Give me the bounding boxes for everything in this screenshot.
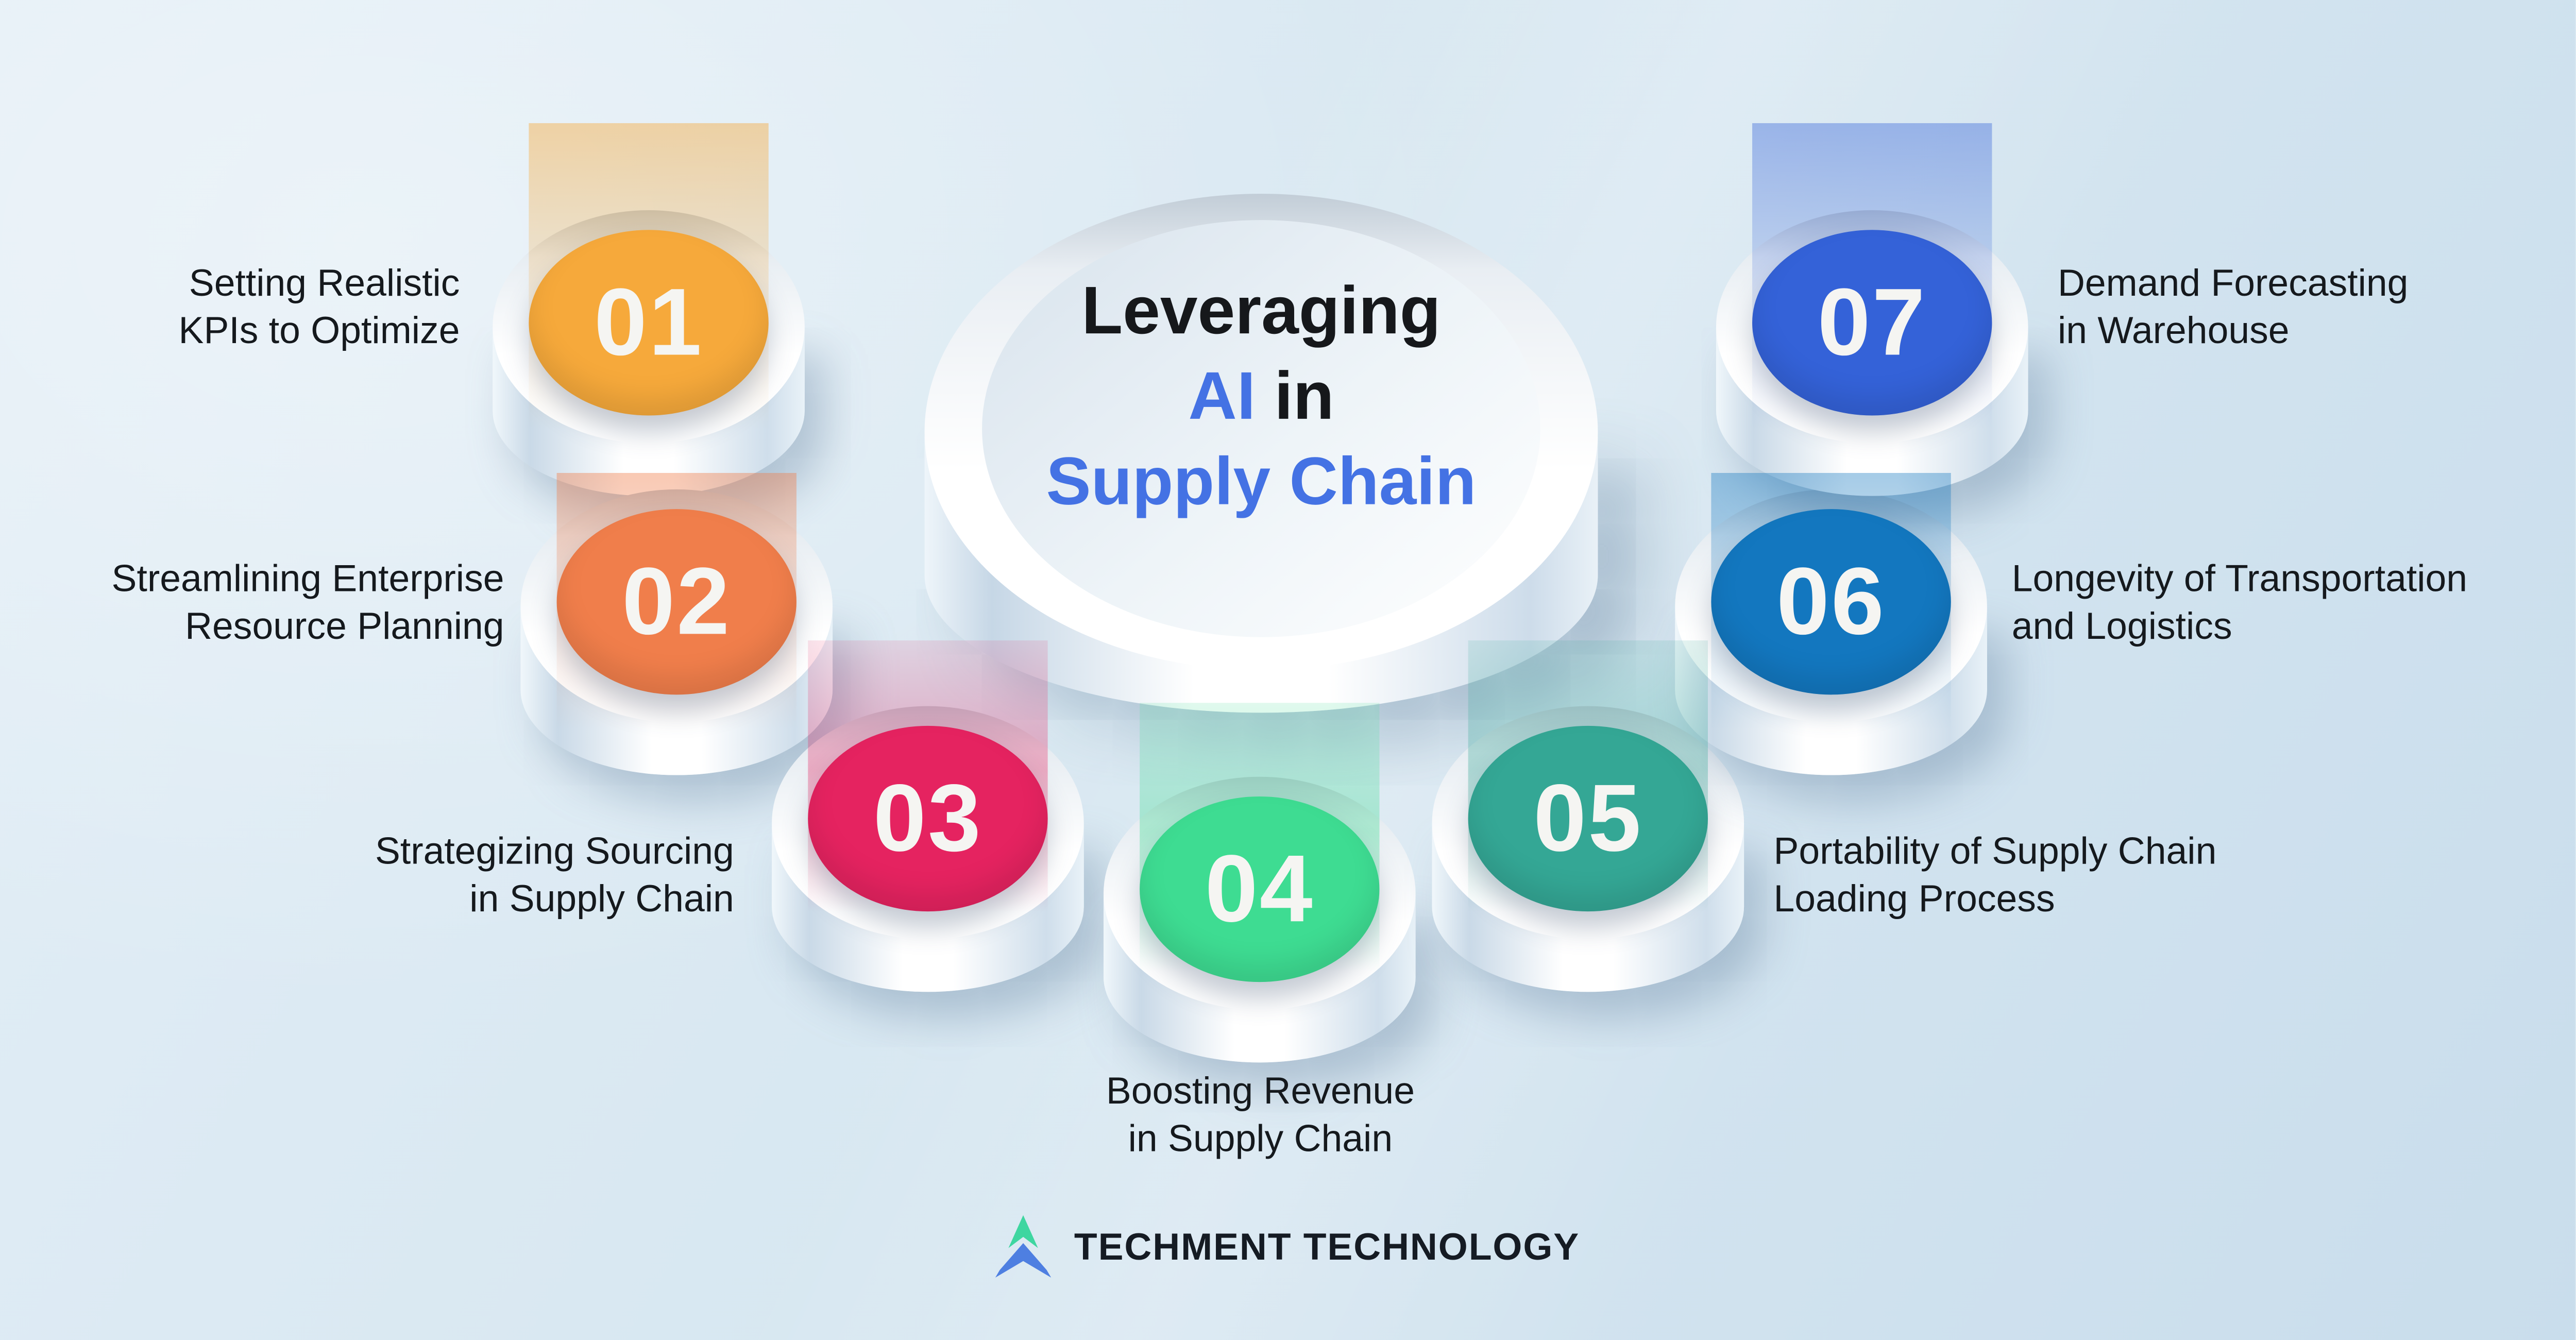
label-line: Loading Process: [1773, 877, 2055, 920]
step-05-label: Portability of Supply Chain Loading Proc…: [1774, 828, 2480, 923]
step-07-number: 07: [1817, 269, 1927, 376]
step-02-label: Streamlining Enterprise Resource Plannin…: [0, 555, 504, 650]
step-01-label: Setting Realistic KPIs to Optimize: [0, 260, 460, 355]
label-line: in Supply Chain: [469, 877, 734, 920]
step-07-puck: 07: [1716, 210, 2028, 499]
logo-chevron-bottom: [995, 1243, 1052, 1278]
step-07-label: Demand Forecasting in Warehouse: [2058, 260, 2575, 355]
label-line: in Supply Chain: [1128, 1116, 1393, 1160]
step-05-puck: 05: [1432, 706, 1744, 995]
step-02-puck: 02: [520, 489, 833, 778]
step-06-label: Longevity of Transportation and Logistic…: [2012, 555, 2575, 650]
title-line-2-rest: in: [1256, 358, 1334, 434]
step-03-label: Strategizing Sourcing in Supply Chain: [230, 828, 734, 923]
step-02-number: 02: [622, 548, 732, 655]
label-line: Strategizing Sourcing: [375, 829, 734, 872]
step-06-number: 06: [1776, 548, 1886, 655]
step-06-puck: 06: [1675, 489, 1987, 778]
step-03-circle: 03: [808, 725, 1048, 912]
step-01-puck: 01: [493, 210, 805, 499]
title-accent-ai: AI: [1188, 358, 1256, 434]
label-line: Demand Forecasting: [2057, 261, 2409, 304]
step-05-circle: 05: [1468, 725, 1708, 912]
page-title: Leveraging AI in Supply Chain: [1046, 268, 1476, 524]
step-04-circle: 04: [1140, 796, 1380, 982]
step-05-number: 05: [1533, 765, 1643, 872]
step-04-puck: 04: [1104, 776, 1416, 1066]
step-01-circle: 01: [529, 230, 769, 416]
label-line: Resource Planning: [185, 604, 504, 647]
step-04-label: Boosting Revenue in Supply Chain: [1051, 1067, 1470, 1163]
techment-logo-icon: [995, 1215, 1052, 1278]
label-line: KPIs to Optimize: [178, 309, 460, 352]
brand-name: TECHMENT TECHNOLOGY: [1074, 1224, 1580, 1267]
step-02-circle: 02: [556, 509, 796, 695]
label-line: Streamlining Enterprise: [111, 556, 504, 600]
step-03-number: 03: [873, 765, 982, 872]
step-01-number: 01: [594, 269, 704, 376]
label-line: in Warehouse: [2057, 309, 2290, 352]
label-line: Boosting Revenue: [1106, 1069, 1415, 1112]
center-title-puck: Leveraging AI in Supply Chain: [924, 194, 1598, 716]
title-line-1: Leveraging: [1081, 273, 1441, 348]
label-line: Longevity of Transportation: [2011, 556, 2468, 600]
step-07-circle: 07: [1752, 230, 1992, 416]
step-03-puck: 03: [772, 706, 1084, 995]
step-06-circle: 06: [1711, 509, 1951, 695]
brand-footer: TECHMENT TECHNOLOGY: [0, 1215, 2575, 1278]
label-line: Portability of Supply Chain: [1773, 829, 2217, 872]
center-puck-face: Leveraging AI in Supply Chain: [982, 220, 1540, 637]
step-04-number: 04: [1205, 836, 1314, 943]
label-line: and Logistics: [2011, 604, 2232, 647]
label-line: Setting Realistic: [189, 261, 460, 304]
title-line-3: Supply Chain: [1046, 443, 1477, 519]
title-line-2: AI in: [1046, 353, 1476, 438]
